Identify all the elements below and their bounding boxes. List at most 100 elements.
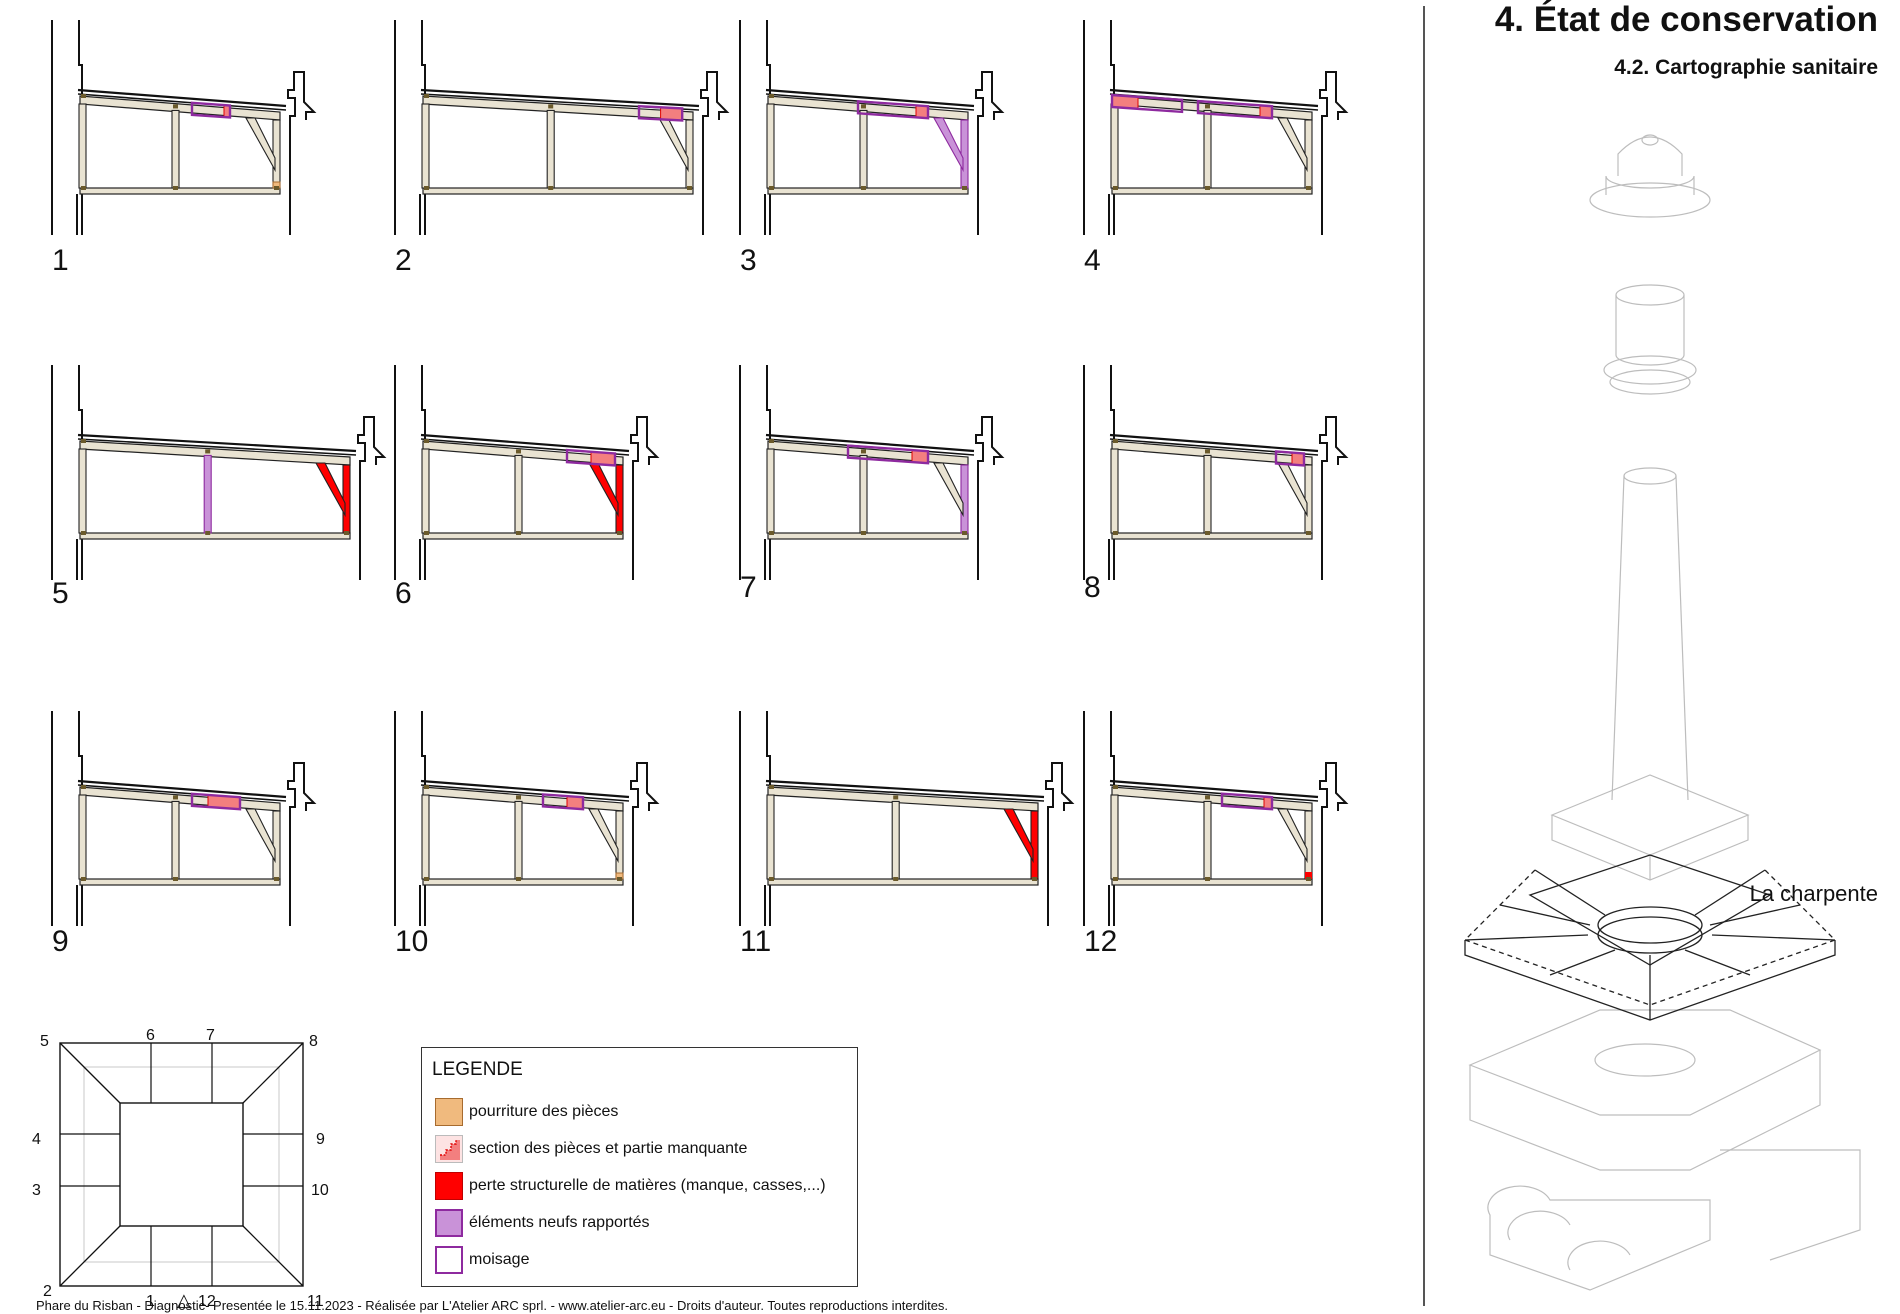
legend-label: moisage xyxy=(469,1251,530,1268)
tie-beam xyxy=(79,878,281,886)
joint xyxy=(205,449,211,454)
lantern-base xyxy=(1589,182,1711,218)
post-middle xyxy=(171,109,180,189)
post-right xyxy=(615,810,624,880)
post-middle xyxy=(1203,109,1212,189)
joint xyxy=(173,186,178,190)
brace xyxy=(933,462,964,518)
post-left xyxy=(78,103,87,189)
structural-loss-swatch xyxy=(435,1172,463,1200)
post-middle xyxy=(1203,454,1212,534)
truss-section-7: 7 xyxy=(739,365,1005,604)
base-annex xyxy=(1720,1149,1861,1261)
moisage-frame xyxy=(190,792,242,811)
joint xyxy=(205,531,211,535)
legend-item-structural-loss: perte structurelle de matières (manque, … xyxy=(435,1172,826,1200)
joint xyxy=(173,795,178,800)
foundation xyxy=(1487,1185,1711,1291)
brace xyxy=(658,117,689,173)
joint xyxy=(617,877,622,881)
legend-label: pourriture des pièces xyxy=(469,1103,619,1120)
roof-line xyxy=(1109,784,1319,802)
section-number: 8 xyxy=(1084,571,1101,604)
tie-beam xyxy=(422,878,624,886)
post-right xyxy=(685,119,694,189)
charpente-rafter xyxy=(1464,934,1589,941)
charpente-outline xyxy=(1463,869,1837,1006)
truss-section-2: 2 xyxy=(394,20,730,277)
truss-section-12: 12 xyxy=(1083,711,1349,958)
joint xyxy=(1113,186,1118,190)
right-wall-profile xyxy=(1319,416,1349,580)
charpente-rafter xyxy=(1709,904,1801,926)
brace xyxy=(245,808,276,864)
tie-beam xyxy=(767,187,969,195)
base-side xyxy=(1469,1050,1821,1171)
post-right xyxy=(1304,119,1313,189)
roof-line xyxy=(765,779,1045,799)
joint xyxy=(516,449,521,454)
legend-item-rot: pourriture des pièces xyxy=(435,1098,618,1126)
joint xyxy=(173,877,178,881)
roof-line xyxy=(765,433,975,453)
post-left xyxy=(766,448,775,534)
joint xyxy=(1113,531,1118,535)
roof-line xyxy=(765,784,1045,802)
legend-item-moisage: moisage xyxy=(435,1246,529,1274)
roof-line xyxy=(77,88,287,108)
post-middle xyxy=(203,454,212,534)
brace xyxy=(933,117,964,173)
charpente-highlight xyxy=(1463,854,1837,1021)
tie-beam xyxy=(422,187,694,195)
cylinder-body xyxy=(1615,295,1685,366)
structural-loss-mark xyxy=(1305,872,1312,879)
section-number: 10 xyxy=(395,925,428,958)
tie-beam xyxy=(422,532,624,540)
plan-label-10: 10 xyxy=(311,1182,329,1199)
post-left xyxy=(766,103,775,189)
joint xyxy=(344,531,349,535)
cylinder-base xyxy=(1609,369,1691,395)
tie-beam xyxy=(767,532,969,540)
joint xyxy=(1205,877,1210,881)
joint xyxy=(81,94,86,98)
brace xyxy=(1277,808,1308,864)
joint xyxy=(1205,449,1210,454)
new-elements-swatch xyxy=(435,1209,463,1237)
post-middle xyxy=(514,454,523,534)
joint xyxy=(893,795,899,800)
roof-line xyxy=(1109,433,1319,453)
moisage-frame xyxy=(1220,792,1274,811)
post-right xyxy=(272,119,281,189)
post-middle xyxy=(891,800,900,880)
section-number: 1 xyxy=(52,244,69,277)
joint xyxy=(769,94,774,98)
plan-label-9: 9 xyxy=(316,1131,325,1148)
joint xyxy=(274,186,279,190)
tie-beam xyxy=(79,532,351,540)
joint xyxy=(81,785,86,789)
post-right xyxy=(272,810,281,880)
charpente-rafter xyxy=(1499,904,1591,926)
post-left xyxy=(421,448,430,534)
post-right xyxy=(1030,810,1039,880)
truss-section-10: 10 xyxy=(394,711,660,958)
charpente-inner xyxy=(1528,854,1772,966)
post-middle xyxy=(859,454,868,534)
truss-section-8: 8 xyxy=(1083,365,1349,604)
section-number: 3 xyxy=(740,244,757,277)
roof-line xyxy=(77,93,287,111)
plan-guide xyxy=(83,1066,280,1263)
post-middle xyxy=(171,800,180,880)
legend-title: LEGENDE xyxy=(432,1059,523,1080)
joint xyxy=(81,877,86,881)
brace xyxy=(588,808,619,864)
plan-label-12: 12 xyxy=(198,1293,216,1310)
charpente-rafter xyxy=(1711,934,1836,941)
truss-section-11: 11 xyxy=(739,711,1075,958)
roof-line xyxy=(420,784,630,802)
right-wall-profile xyxy=(975,71,1005,235)
joint xyxy=(173,104,178,109)
